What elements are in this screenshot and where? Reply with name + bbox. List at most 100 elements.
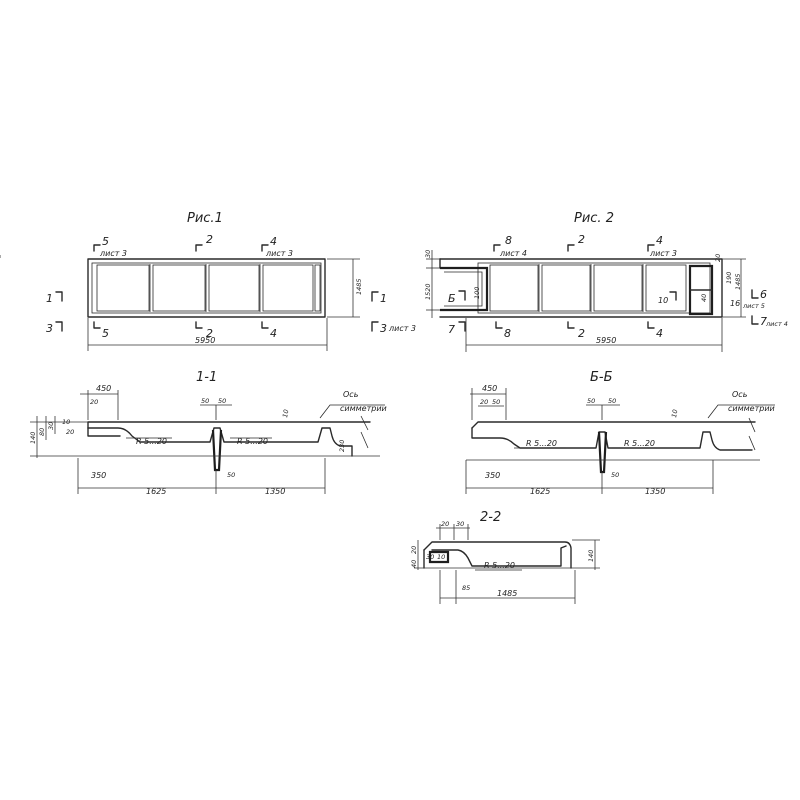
fig2-right-end [688,264,714,316]
sbb-radius-1: R 5...20 [526,439,557,448]
sbb-dim-20: 20 [480,398,488,406]
sbb-dim-350: 350 [485,471,500,480]
fig2-dim-190: 190 [725,272,733,284]
fig1-cut-5-bottom: 5 [102,327,109,340]
s11-axis-label: Ось [343,390,359,399]
fig2-dim-30: 30 [424,250,432,258]
fig2-sheet-5: лист 5 [742,302,765,310]
s11-rib-50a: 50 [201,397,209,405]
s11-dim-1625: 1625 [146,487,166,496]
s22-profile [431,545,567,567]
fig1-side-3-left: 3 [46,322,53,335]
sbb-dim-1625: 1625 [530,487,550,496]
s11-radius-1: R 5...20 [136,437,167,446]
fig2-cut-7-left: 7 [448,323,455,336]
s11-dim-140: 140 [29,432,37,444]
fig2-cut-16: 16 [730,299,740,308]
fig1-panel-inner [91,262,322,314]
fig1-cut-2-bottom: 2 [206,327,213,340]
s22-end-block [428,550,450,564]
fig2-height-left: 1520 [424,283,432,300]
s11-dim-20b: 20 [66,428,74,436]
s11-dim-10: 10 [62,418,70,426]
sbb-dim-50: 50 [492,398,500,406]
s22-dim-l40: 40 [410,560,418,568]
fig2-cut-8-top: 8 [505,234,512,247]
fig1-side-3-right: 3 [380,322,387,335]
s11-dim-10b: 10 [281,409,290,419]
s22-radius: R 5...20 [484,561,515,570]
fig2-ribs [489,264,687,312]
fig1-sheet-side: лист 3 [388,324,416,333]
fig1-cut-4-top: 4 [270,235,277,248]
fig1-sheet-3-right: лист 3 [265,249,293,258]
sbb-rib-50a: 50 [587,397,595,405]
sbb-center-rib [597,431,608,474]
sbb-dim-1350: 1350 [645,487,665,496]
figure-1: Рис.1 5 лист 3 2 4 лист 3 5 2 4 1 [0,211,416,351]
fig2-dim-40: 40 [700,294,708,302]
s11-dim-50: 50 [227,471,235,479]
fig1-cut-5-top: 5 [102,235,109,248]
fig2-cut-4-top: 4 [656,234,663,247]
fig1-height-label: 1485 [355,278,363,295]
fig2-sheet-4-right: лист 4 [765,320,788,328]
fig2-dim-100: 100 [473,287,481,299]
s11-dim-230: 230 [338,440,346,452]
s22-dim-140: 140 [587,550,595,562]
fig2-panel-inner [477,262,711,314]
sbb-radius-2: R 5...20 [624,439,655,448]
sbb-axis-label: Ось [732,390,748,399]
s22-dim-l20: 20 [410,546,418,554]
s11-axis-label-2: симметрии [340,404,387,413]
fig2-cut-2-bottom: 2 [578,327,585,340]
figure-1-title: Рис.1 [187,211,223,226]
fig2-height-right: 1485 [734,273,742,290]
s11-dim-450: 450 [96,384,111,393]
sbb-dim-10: 10 [670,409,679,419]
fig2-length-label: 5950 [596,336,616,345]
fig2-cut-7-right: 7 [760,315,767,328]
fig1-sheet-3-left: лист 3 [99,249,127,258]
fig2-cut-4-bottom: 4 [656,327,663,340]
fig2-cut-2-top: 2 [578,233,585,246]
s11-profile [87,427,353,457]
s11-top-flange [87,421,371,429]
s22-dim-20: 20 [441,520,449,528]
s11-dim-1350: 1350 [265,487,285,496]
section-b-b-title: Б-Б [590,370,613,385]
fig2-panel-outline [439,258,723,318]
s11-dim-350: 350 [91,471,106,480]
fig2-dim-20: 20 [714,254,722,262]
fig1-side-1-left: 1 [46,292,53,305]
s11-center-rib [211,429,223,472]
sbb-profile [471,427,753,451]
fig1-cut-4-bottom: 4 [270,327,277,340]
s22-top-flange [423,541,572,569]
figure-2: Рис. 2 8 лист 4 2 4 лист 3 8 2 4 [424,211,788,352]
sbb-axis-label-2: симметрии [728,404,775,413]
s11-dim-20: 20 [90,398,98,406]
sbb-dim-450: 450 [482,384,497,393]
section-1-1: 1-1 450 20 50 50 10 Ось симметрии R 5...… [29,370,387,496]
figure-2-title: Рис. 2 [574,211,614,226]
s11-dim-30: 30 [47,422,55,430]
s22-dim-1485: 1485 [497,589,517,598]
sbb-rib-50b: 50 [608,397,616,405]
fig2-sheet-3: лист 3 [649,249,677,258]
fig2-end-cutout [440,266,489,312]
fig1-panel-outline [87,258,326,318]
section-2-2: 2-2 20 30 R 5...20 140 20 40 30 10 85 14… [410,510,600,604]
section-b-b: Б-Б 450 20 50 50 50 10 Ось симметрии R 5… [465,370,775,496]
sbb-dim-50-bottom: 50 [611,471,619,479]
s11-radius-2: R 5...20 [237,437,268,446]
s11-dim-80: 80 [38,428,46,436]
s22-dim-30: 30 [456,520,464,528]
s22-dim-l10: 10 [437,553,445,561]
fig1-side-1-right: 1 [380,292,387,305]
fig2-cut-8-bottom: 8 [504,327,511,340]
fig2-cut-b-left: Б [448,292,456,305]
fig2-sheet-4: лист 4 [499,249,527,258]
s22-dim-l30: 30 [426,553,434,561]
